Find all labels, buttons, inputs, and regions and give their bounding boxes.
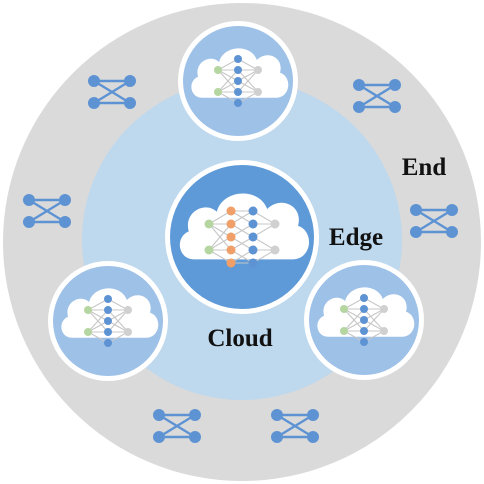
edge-node-top xyxy=(178,21,298,141)
edge-label: Edge xyxy=(329,224,383,251)
end-label: End xyxy=(402,154,447,181)
edge-node-right xyxy=(304,260,424,380)
edge-node-left xyxy=(48,261,168,381)
cloud-label: Cloud xyxy=(207,325,272,352)
cloud-core xyxy=(165,160,319,314)
